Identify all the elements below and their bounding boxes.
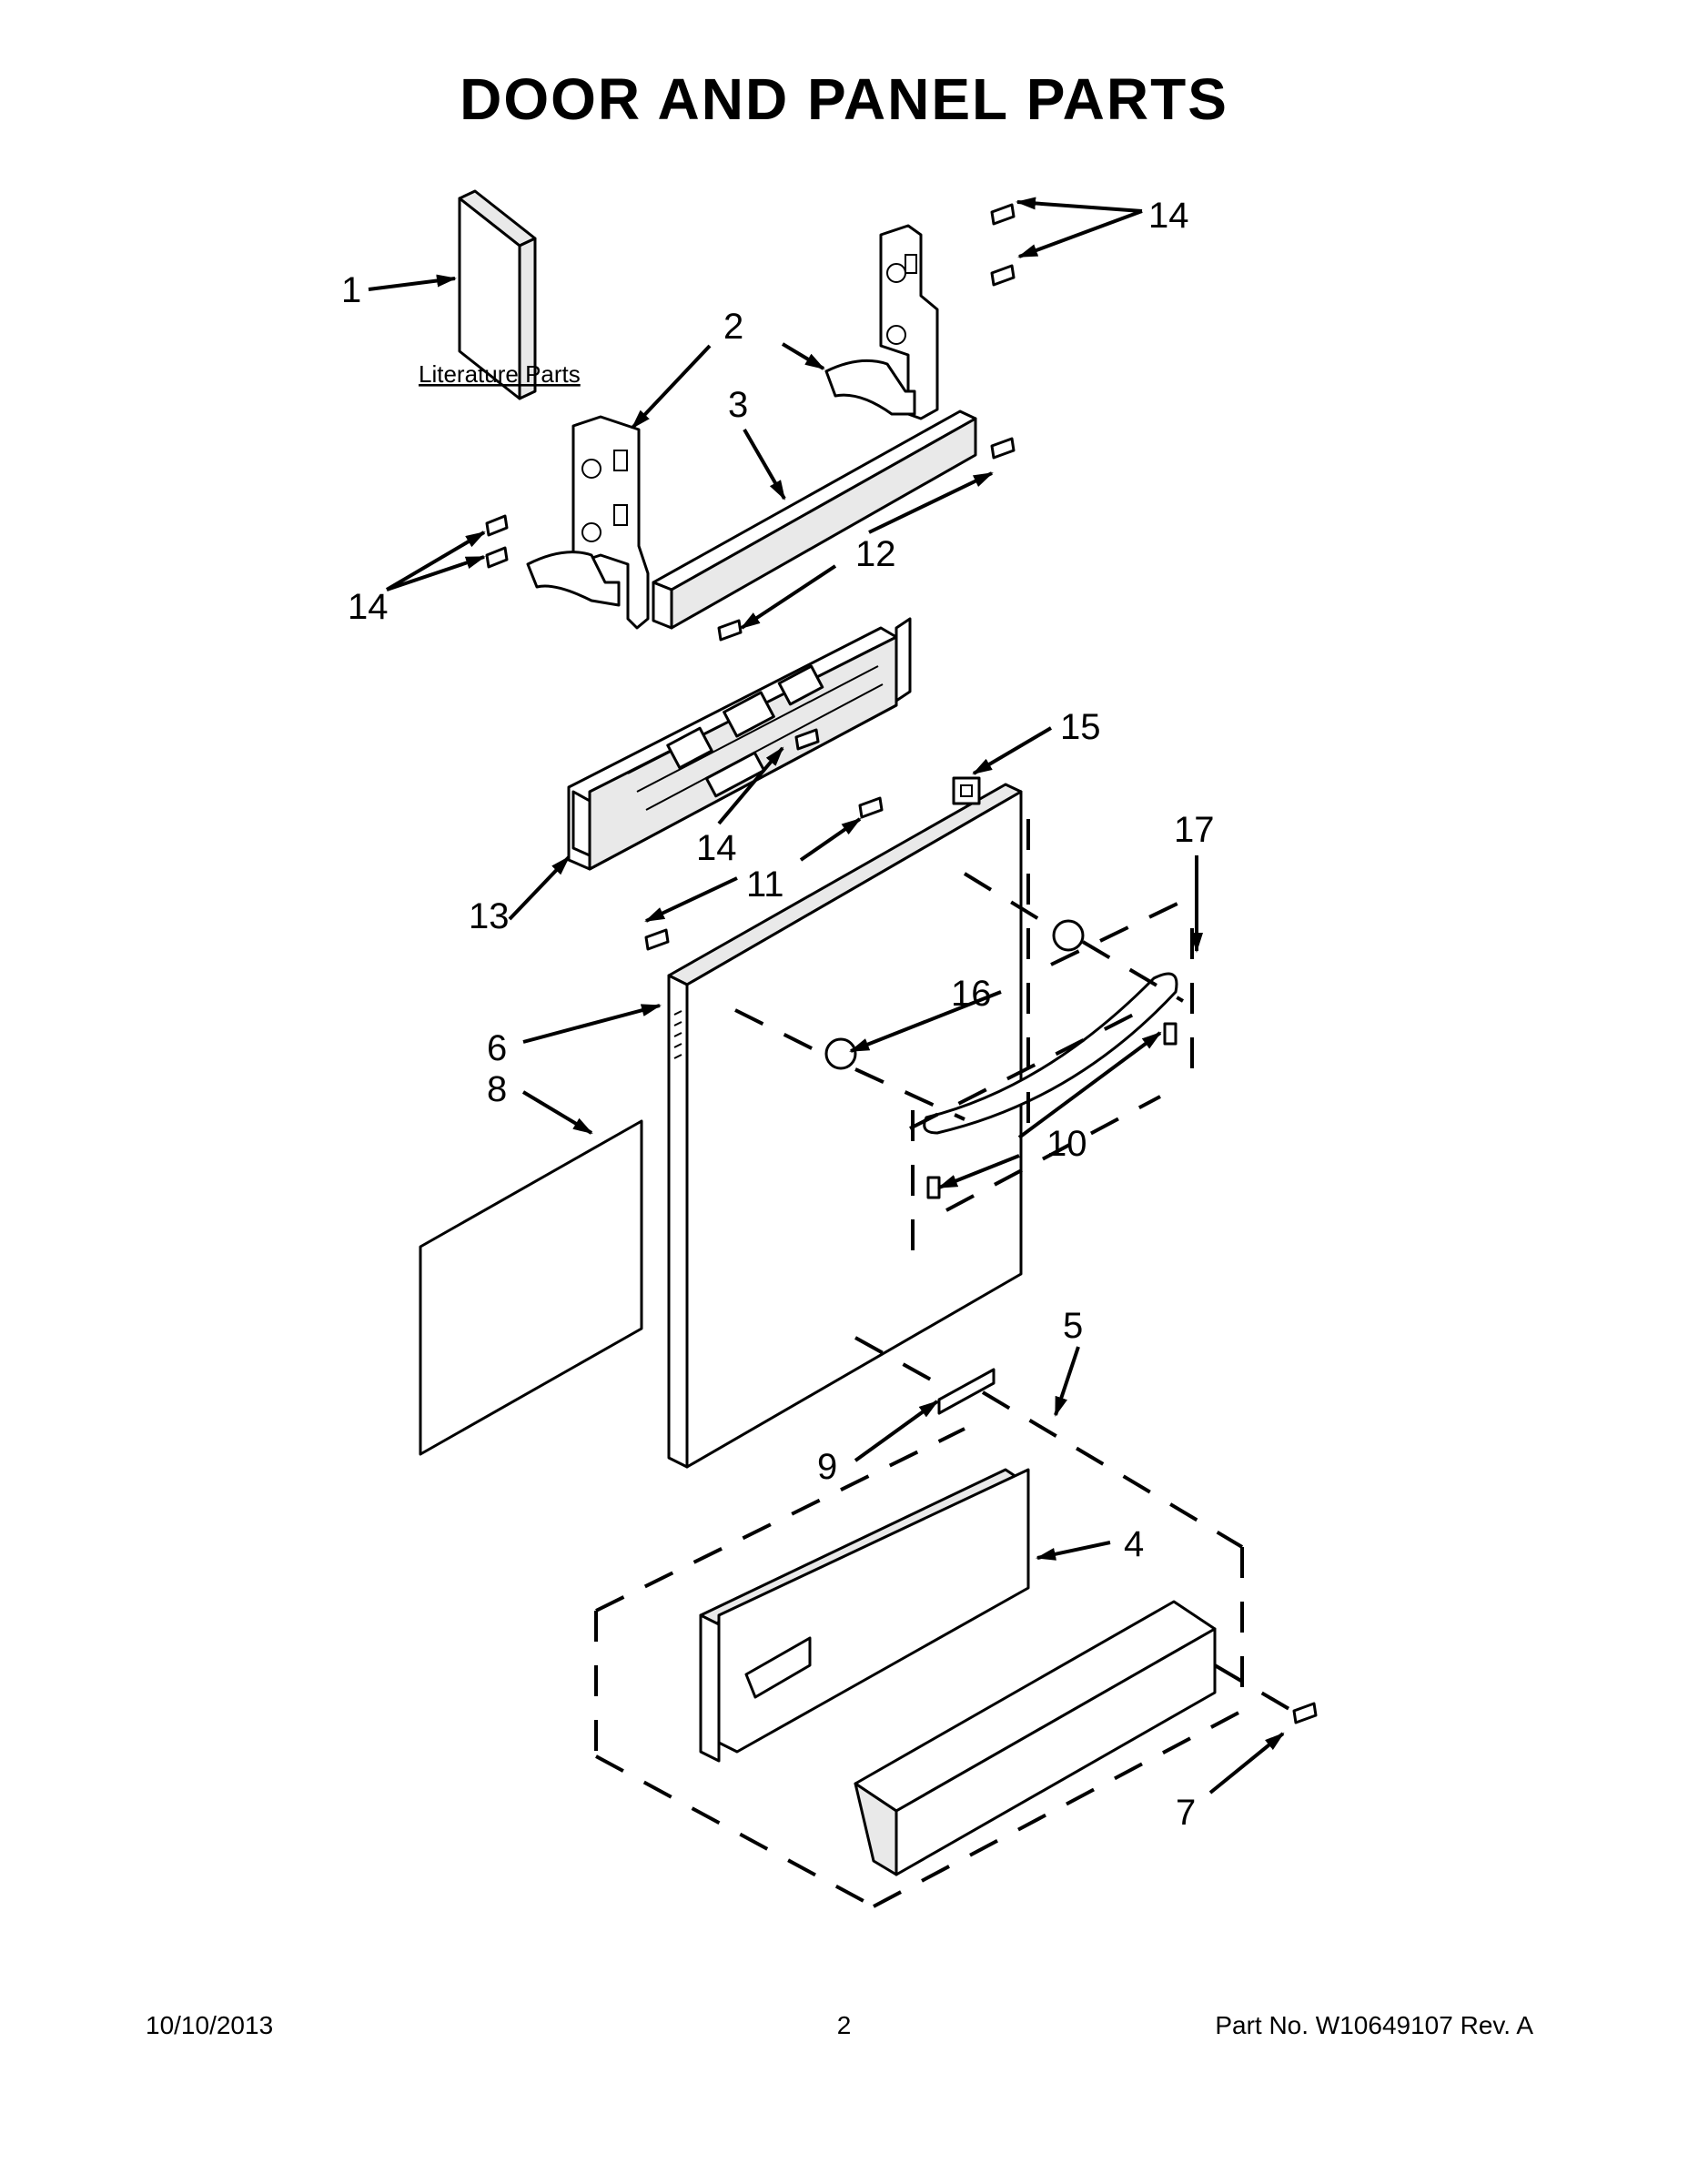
footer-date: 10/10/2013 <box>146 2011 274 2039</box>
callout-2: 2 <box>723 307 743 347</box>
door-handle <box>824 919 1178 1199</box>
callout-7: 7 <box>1176 1793 1196 1833</box>
callout-14-top-right: 14 <box>1148 196 1189 236</box>
screws <box>485 203 1318 1724</box>
insulation-pad <box>419 1119 643 1456</box>
left-hinge-bracket <box>526 415 650 630</box>
alignment-dashed-lines <box>594 819 1294 1908</box>
literature-parts-label: Literature Parts <box>419 360 581 388</box>
footer-page-number: 2 <box>836 2011 852 2039</box>
top-strip <box>652 410 977 630</box>
callout-8: 8 <box>487 1069 507 1109</box>
nameplate-badge <box>937 1368 996 1415</box>
outer-door-panel <box>667 783 1023 1469</box>
callout-3: 3 <box>728 385 748 425</box>
page-title: DOOR AND PANEL PARTS <box>460 66 1228 132</box>
toe-panel <box>854 1600 1217 1876</box>
callout-16: 16 <box>951 974 992 1014</box>
callout-9: 9 <box>817 1447 837 1487</box>
callout-6: 6 <box>487 1028 507 1068</box>
callout-17: 17 <box>1174 810 1215 850</box>
door-pad <box>952 776 981 805</box>
lower-access-panel <box>699 1468 1030 1763</box>
callout-1: 1 <box>341 270 361 310</box>
callout-labels: 1 2 3 14 14 12 15 14 13 11 17 16 6 8 10 … <box>341 196 1215 1833</box>
callout-14-left: 14 <box>348 587 389 627</box>
literature-booklet <box>458 189 537 400</box>
vent-slots <box>673 1010 682 1059</box>
callout-12: 12 <box>855 534 896 574</box>
control-console <box>567 617 912 871</box>
right-hinge-bracket <box>824 224 939 420</box>
callout-5: 5 <box>1063 1306 1083 1346</box>
callout-15: 15 <box>1060 707 1101 747</box>
footer-part-number: Part No. W10649107 Rev. A <box>1215 2011 1533 2039</box>
callout-11: 11 <box>746 864 784 905</box>
callout-leaders <box>368 197 1285 1795</box>
callout-4: 4 <box>1124 1524 1144 1564</box>
callout-13: 13 <box>469 896 510 936</box>
callout-10: 10 <box>1046 1124 1087 1164</box>
callout-14-center: 14 <box>696 828 737 868</box>
